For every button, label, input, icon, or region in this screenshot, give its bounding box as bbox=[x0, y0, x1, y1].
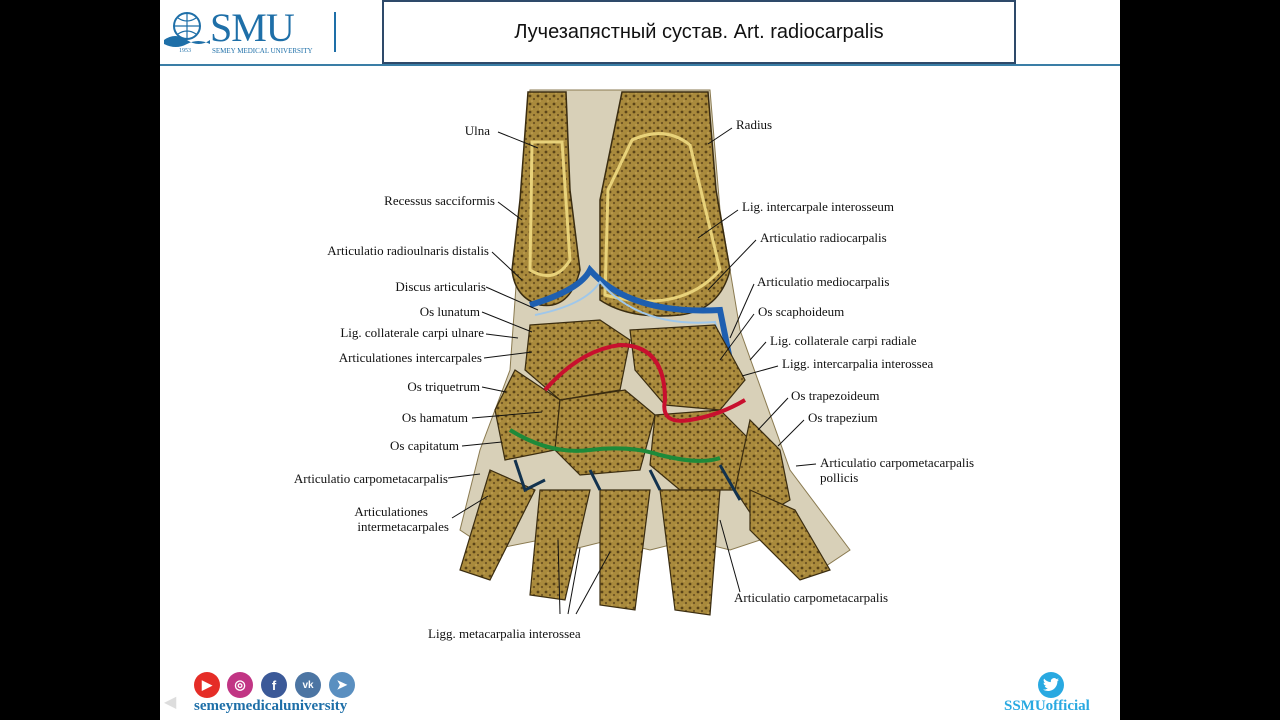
facebook-icon[interactable]: f bbox=[261, 672, 287, 698]
label-articulatio-radioulnaris-distalis: Articulatio radioulnaris distalis bbox=[327, 243, 489, 258]
label-discus-articularis: Discus articularis bbox=[395, 279, 486, 294]
twitter-icon[interactable] bbox=[1038, 672, 1064, 698]
label-os-trapezoideum: Os trapezoideum bbox=[791, 388, 879, 403]
label-os-hamatum: Os hamatum bbox=[402, 410, 468, 425]
leader-lines bbox=[447, 127, 817, 615]
label-lig-collaterale-carpi-ulnare: Lig. collaterale carpi ulnare bbox=[340, 325, 484, 340]
logo-text: SMU bbox=[210, 5, 295, 50]
slide-title-text: Лучезапястный сустав. Art. radiocarpalis bbox=[514, 20, 884, 43]
label-os-triquetrum: Os triquetrum bbox=[407, 379, 480, 394]
logo-divider bbox=[334, 12, 336, 52]
label-intermetacarpales: intermetacarpales bbox=[357, 519, 449, 534]
wrist-joint-figure: Ulna Recessus sacciformis Articulatio ra… bbox=[294, 89, 974, 641]
social-handle[interactable]: semeymedicaluniversity bbox=[194, 698, 348, 714]
youtube-icon[interactable]: ▶ bbox=[194, 672, 220, 698]
label-articulatio-carpometacarpalis-left: Articulatio carpometacarpalis bbox=[294, 471, 448, 486]
slide: SMU 1953 SEMEY MEDICAL UNIVERSITY Лучеза… bbox=[160, 0, 1120, 720]
instagram-icon[interactable]: ◎ bbox=[227, 672, 253, 698]
label-articulationes-intercarpales: Articulationes intercarpales bbox=[339, 350, 482, 365]
label-radius: Radius bbox=[736, 117, 772, 132]
label-articulatio-radiocarpalis: Articulatio radiocarpalis bbox=[760, 230, 887, 245]
logo-subtitle: SEMEY MEDICAL UNIVERSITY bbox=[212, 47, 313, 55]
previous-slide-icon[interactable]: ◀ bbox=[164, 694, 177, 711]
label-articulatio-mediocarpalis: Articulatio mediocarpalis bbox=[757, 274, 889, 289]
label-articulatio-carpometacarpalis-pollicis: Articulatio carpometacarpalis bbox=[820, 455, 974, 470]
label-recessus-sacciformis: Recessus sacciformis bbox=[384, 193, 495, 208]
label-ulna: Ulna bbox=[465, 123, 491, 138]
label-os-lunatum: Os lunatum bbox=[420, 304, 480, 319]
logo-year: 1953 bbox=[179, 48, 191, 54]
label-articulatio-carpometacarpalis-bottom: Articulatio carpometacarpalis bbox=[734, 590, 888, 605]
label-os-capitatum: Os capitatum bbox=[390, 438, 459, 453]
slide-title: Лучезапястный сустав. Art. radiocarpalis bbox=[382, 0, 1016, 64]
label-lig-intercarpale-interosseum: Lig. intercarpale interosseum bbox=[742, 199, 894, 214]
label-pollicis: pollicis bbox=[820, 470, 858, 485]
header-rule bbox=[160, 64, 1120, 66]
label-ligg-intercarpalia-interossea: Ligg. intercarpalia interossea bbox=[782, 356, 933, 371]
twitter-handle[interactable]: SSMUofficial bbox=[1004, 698, 1090, 714]
label-os-scaphoideum: Os scaphoideum bbox=[758, 304, 844, 319]
label-lig-collaterale-carpi-radiale: Lig. collaterale carpi radiale bbox=[770, 333, 917, 348]
globe-wave-icon bbox=[164, 12, 210, 47]
smu-logo: SMU 1953 SEMEY MEDICAL UNIVERSITY bbox=[162, 5, 332, 58]
telegram-icon[interactable]: ➤ bbox=[329, 672, 355, 698]
label-ligg-metacarpalia-interossea: Ligg. metacarpalia interossea bbox=[428, 626, 581, 641]
label-os-trapezium: Os trapezium bbox=[808, 410, 878, 425]
label-articulationes: Articulationes bbox=[354, 504, 428, 519]
anatomy-illustration bbox=[459, 89, 851, 616]
vk-icon[interactable]: vk bbox=[295, 672, 321, 698]
